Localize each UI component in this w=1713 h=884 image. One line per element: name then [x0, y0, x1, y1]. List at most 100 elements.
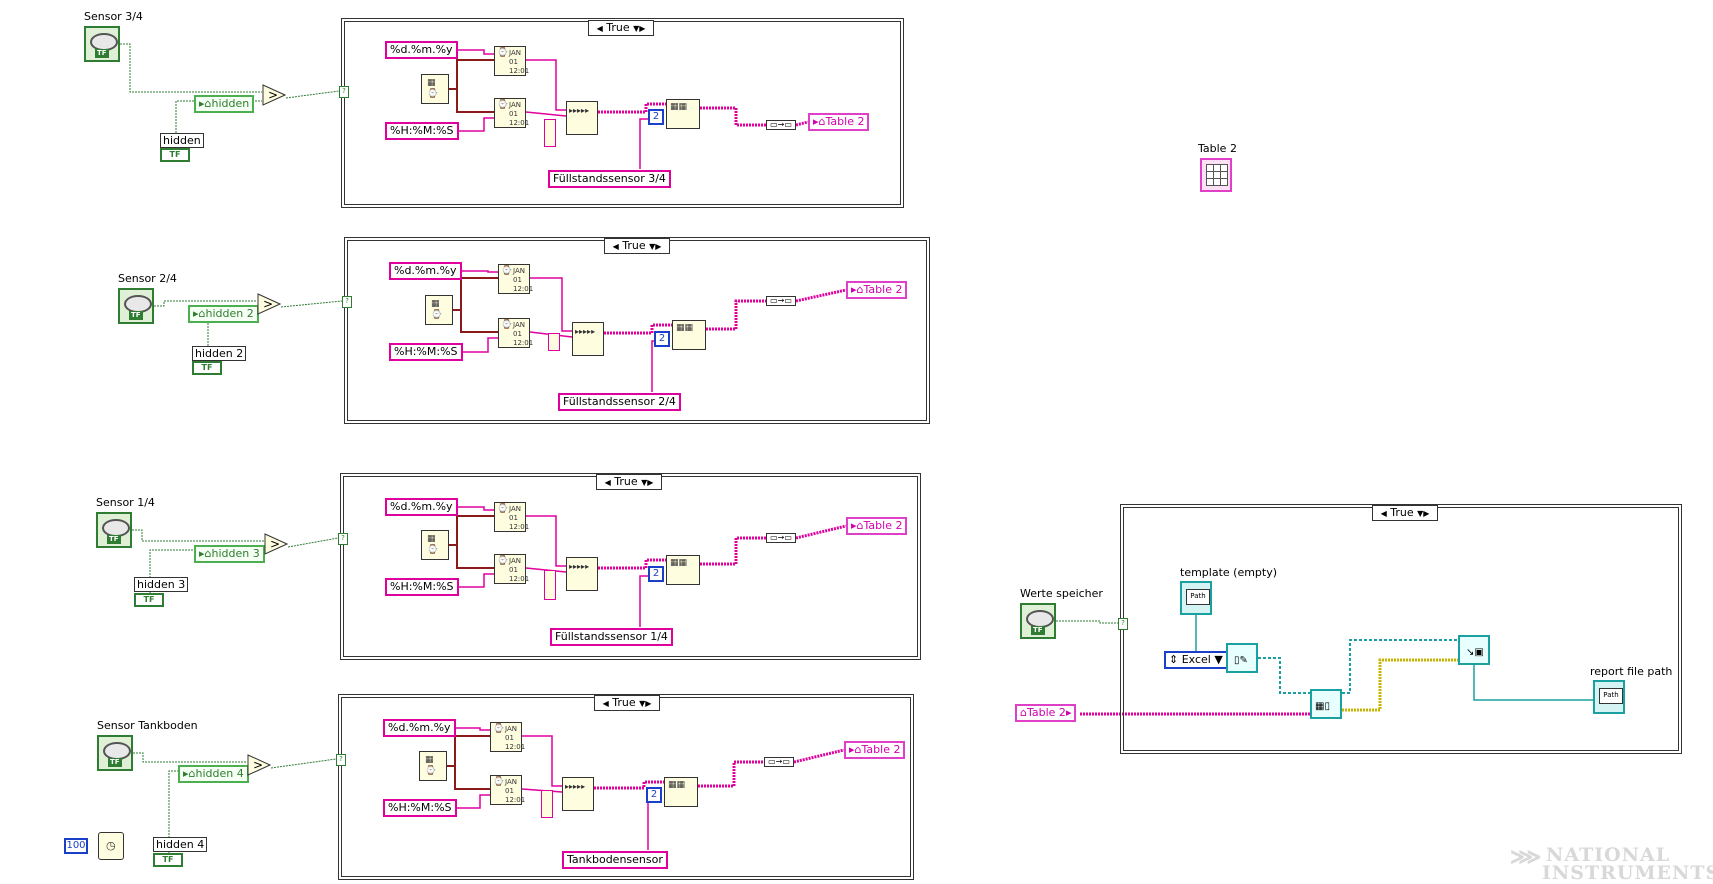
excel-easy-table-icon[interactable]: ▦▯	[1310, 689, 1342, 719]
sensor-description-constant[interactable]: Füllstandssensor 1/4	[550, 628, 673, 646]
empty-string-constant	[541, 790, 553, 818]
sensor-label: Sensor Tankboden	[97, 719, 198, 732]
greater-than-node: >	[262, 84, 286, 106]
date-format-constant[interactable]: %d.%m.%y	[389, 262, 462, 280]
refnum-wire	[1342, 639, 1458, 694]
local-variable-hidden[interactable]: ▸⌂hidden	[194, 95, 255, 113]
get-date-time-icon[interactable]: ▦⌚	[421, 530, 449, 560]
get-date-time-icon[interactable]: ▦⌚	[421, 74, 449, 104]
string-wire	[525, 111, 567, 117]
table-2-local[interactable]: ▸⌂Table 2	[844, 741, 906, 759]
time-format-constant[interactable]: %H:%M:%S	[389, 343, 463, 361]
case-selector[interactable]: ◀ True ▼▶	[596, 474, 662, 490]
insert-into-array-icon[interactable]: ▦▦	[666, 555, 700, 585]
case-selector-terminal: ?	[338, 533, 348, 545]
sensor-2-4-toggle[interactable]: TF	[118, 288, 154, 324]
case-selector[interactable]: ◀ True ▼▶	[594, 695, 660, 711]
table-2-local-read[interactable]: ⌂Table 2▸	[1015, 704, 1077, 722]
report-path-label: report file path	[1590, 665, 1673, 678]
build-array-icon[interactable]: ▸▸▸▸▸	[562, 777, 594, 811]
string-array-wire	[793, 748, 845, 764]
get-date-time-icon[interactable]: ▦⌚	[419, 751, 447, 781]
save-case-structure[interactable]	[1120, 504, 1682, 754]
index-constant[interactable]: 2	[648, 566, 664, 582]
svg-text:>: >	[253, 758, 263, 772]
table-2-local[interactable]: ▸⌂Table 2	[846, 517, 908, 535]
insert-into-array-icon[interactable]: ▦▦	[666, 99, 700, 129]
date-format-constant[interactable]: %d.%m.%y	[383, 719, 456, 737]
build-array-icon[interactable]: ▸▸▸▸▸	[566, 101, 598, 135]
path-wire	[1473, 665, 1593, 701]
sensor-description-constant[interactable]: Füllstandssensor 3/4	[548, 170, 671, 188]
build-array-icon[interactable]: ▸▸▸▸▸	[566, 557, 598, 591]
wait-ms-constant[interactable]: 100	[64, 838, 88, 854]
bool-constant[interactable]: TF	[160, 148, 190, 162]
sensor-1-4-toggle[interactable]: TF	[96, 512, 132, 548]
table-2-local[interactable]: ▸⌂Table 2	[846, 281, 908, 299]
ni-logo: ⋙ NATIONAL INSTRUMENTS	[1510, 844, 1713, 884]
string-wire	[456, 337, 498, 353]
case-selector[interactable]: ◀ True ▼▶	[604, 238, 670, 254]
time-format-constant[interactable]: %H:%M:%S	[383, 799, 457, 817]
bool-constant[interactable]: TF	[192, 361, 222, 375]
template-path-control[interactable]: Path	[1180, 581, 1212, 615]
bool-wire	[280, 300, 343, 308]
case-selector[interactable]: ◀ True ▼▶	[588, 20, 654, 36]
local-variable-hidden-2[interactable]: ▸⌂hidden 2	[188, 305, 259, 323]
case-selector-terminal: ?	[1118, 618, 1128, 630]
case-selector[interactable]: ◀ True ▼▶	[1372, 505, 1438, 521]
bool-wire	[1056, 620, 1118, 624]
hidden-constant-label: hidden 4	[153, 837, 208, 852]
wait-ms-icon[interactable]: ◷	[98, 832, 124, 860]
string-array-wire	[795, 524, 847, 540]
build-array-icon[interactable]: ▸▸▸▸▸	[572, 322, 604, 356]
werte-speicher-button[interactable]: TF	[1020, 603, 1056, 639]
string-wire	[450, 794, 490, 809]
index-constant[interactable]: 2	[654, 331, 670, 347]
table-2-indicator[interactable]	[1200, 158, 1232, 192]
sensor-3-4-toggle[interactable]: TF	[84, 26, 120, 62]
date-format-constant[interactable]: %d.%m.%y	[385, 498, 458, 516]
bool-constant[interactable]: TF	[134, 593, 164, 607]
string-wire	[522, 735, 562, 787]
save-report-icon[interactable]: ↘▣	[1458, 635, 1490, 665]
empty-string-constant	[544, 119, 556, 147]
report-type-enum[interactable]: ⇕ Excel ▼	[1164, 651, 1228, 669]
string-array-wire	[795, 120, 809, 127]
report-file-path-indicator[interactable]: Path	[1593, 680, 1625, 714]
bool-wire	[133, 752, 247, 763]
sensor-tankboden-toggle[interactable]: TF	[97, 735, 133, 771]
time-format-constant[interactable]: %H:%M:%S	[385, 122, 459, 140]
new-report-icon[interactable]: ▯✎	[1226, 643, 1258, 673]
sensor-description-constant[interactable]: Tankbodensensor	[562, 851, 668, 869]
sensor-description-constant[interactable]: Füllstandssensor 2/4	[558, 393, 681, 411]
time-format-constant[interactable]: %H:%M:%S	[385, 578, 459, 596]
table-2-local[interactable]: ▸⌂Table 2	[808, 113, 870, 131]
insert-into-array-icon[interactable]: ▦▦	[664, 777, 698, 807]
insert-into-array-icon[interactable]: ▦▦	[672, 320, 706, 350]
local-variable-hidden-3[interactable]: ▸⌂hidden 3	[194, 545, 265, 563]
get-date-time-icon[interactable]: ▦⌚	[425, 295, 453, 325]
timestamp-wire	[456, 89, 494, 113]
bool-constant[interactable]: TF	[153, 853, 183, 867]
string-array-wire	[700, 536, 766, 566]
array-subset-icon: ▭→▭	[766, 296, 796, 306]
timestamp-wire	[456, 545, 494, 569]
index-constant[interactable]: 2	[648, 109, 664, 125]
string-array-wire	[795, 288, 847, 303]
index-constant[interactable]: 2	[646, 787, 662, 803]
case-selector-terminal: ?	[336, 754, 346, 766]
case-selector-terminal: ?	[339, 86, 349, 98]
timestamp-wire	[449, 515, 494, 546]
string-array-wire	[700, 106, 766, 127]
date-format-constant[interactable]: %d.%m.%y	[385, 41, 458, 59]
local-variable-hidden-4[interactable]: ▸⌂hidden 4	[178, 765, 249, 783]
